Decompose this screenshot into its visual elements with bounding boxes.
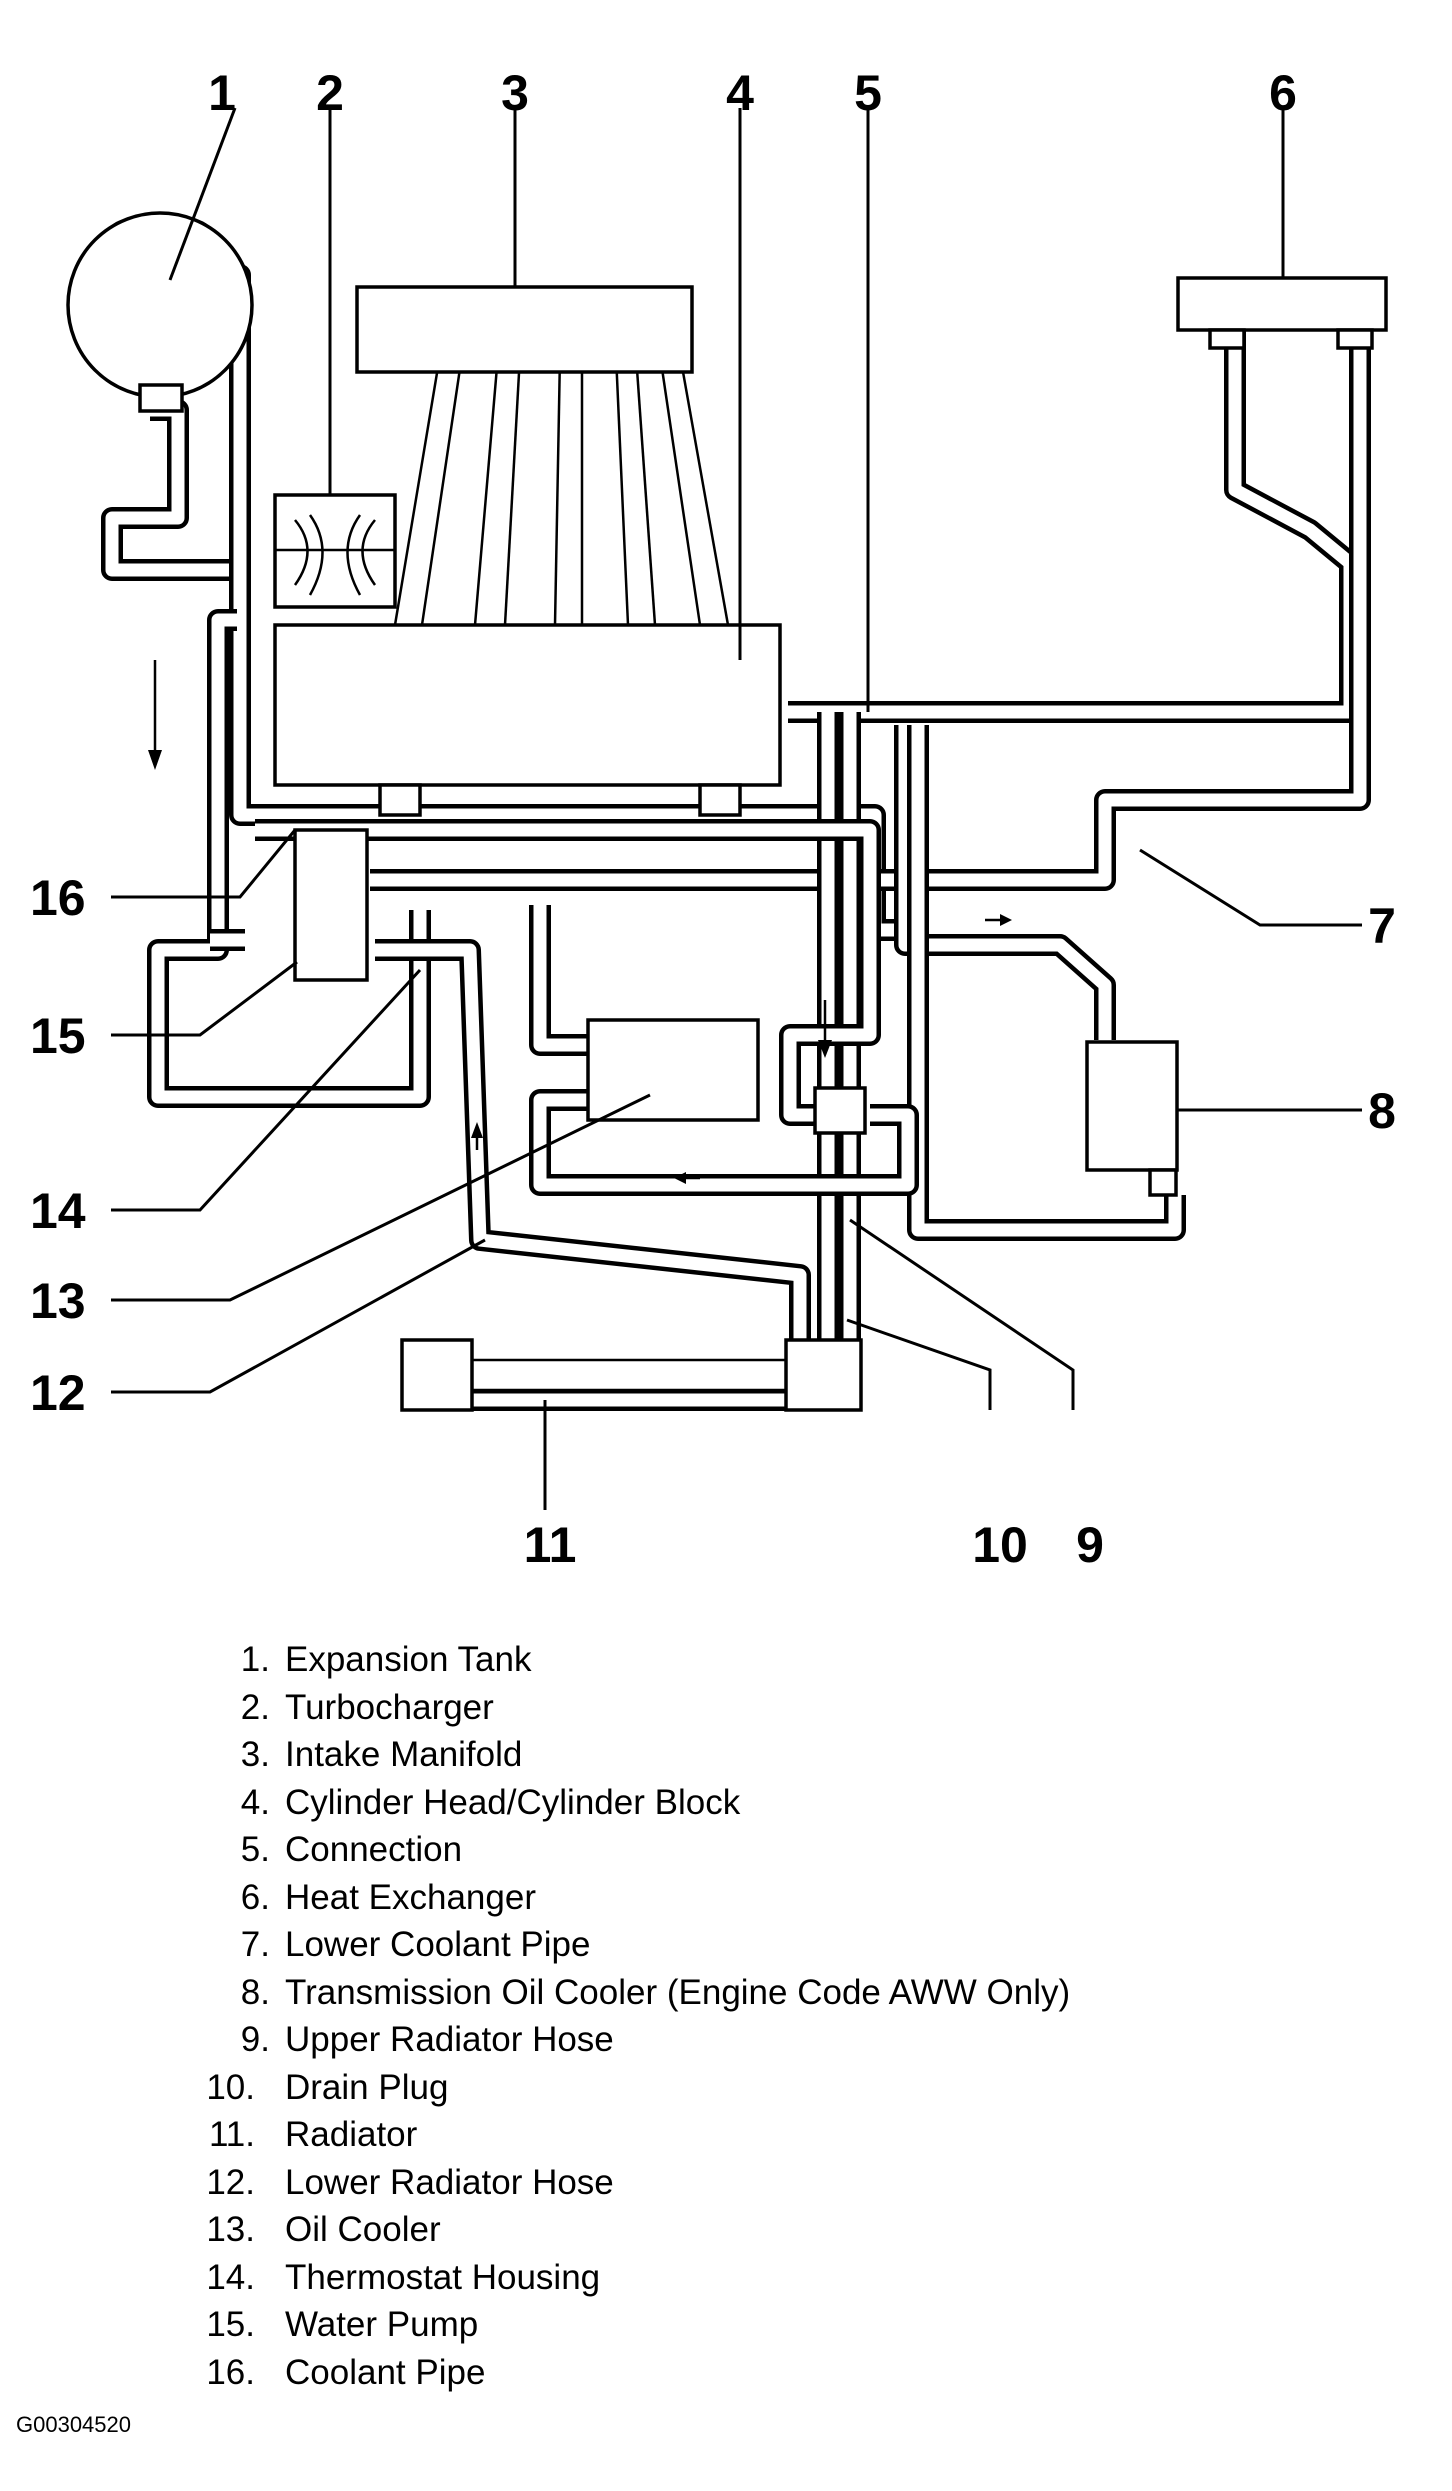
callout-3: 3 — [501, 65, 529, 121]
callout-12: 12 — [30, 1365, 86, 1421]
legend-number: 12. — [206, 2162, 255, 2202]
cylinder-head-block — [273, 623, 782, 817]
callout-8: 8 — [1368, 1083, 1396, 1139]
legend-label: Lower Radiator Hose — [285, 2162, 614, 2202]
legend-number: 16. — [206, 2352, 255, 2392]
legend-item: 14. Thermostat Housing — [200, 2254, 1070, 2302]
expansion-tank — [66, 211, 254, 413]
legend-item: 9. Upper Radiator Hose — [200, 2016, 1070, 2064]
callout-14: 14 — [30, 1183, 86, 1239]
legend-item: 16. Coolant Pipe — [200, 2349, 1070, 2397]
callout-9: 9 — [1076, 1517, 1104, 1573]
legend-number: 2. — [240, 1687, 270, 1727]
legend-item: 12. Lower Radiator Hose — [200, 2159, 1070, 2207]
callout-6: 6 — [1269, 65, 1297, 121]
coolant-hoses — [101, 264, 1371, 1411]
legend-item: 5. Connection — [200, 1826, 1070, 1874]
callout-11: 11 — [524, 1517, 577, 1573]
legend-label: Expansion Tank — [285, 1640, 532, 1679]
legend-item: 11. Radiator — [200, 2111, 1070, 2159]
figure-id: G00304520 — [16, 2412, 131, 2437]
transmission-oil-cooler — [1085, 1040, 1179, 1197]
callout-1: 1 — [208, 65, 236, 121]
legend-number: 7. — [240, 1925, 270, 1964]
legend-label: Upper Radiator Hose — [285, 2020, 614, 2059]
heat-exchanger — [1176, 276, 1388, 350]
legend-number: 15. — [206, 2305, 255, 2344]
callout-13: 13 — [30, 1273, 86, 1329]
legend-label: Cylinder Head/Cylinder Block — [285, 1782, 741, 1822]
callout-10: 10 — [972, 1517, 1028, 1573]
coolant-system-diagram: 1 2 3 4 5 6 7 8 9 10 11 12 13 14 15 16 — [30, 65, 1396, 1573]
oil-cooler — [586, 1018, 760, 1122]
legend-label: Turbocharger — [285, 1687, 494, 1727]
thermostat-tee — [813, 1086, 867, 1135]
legend-item: 13. Oil Cooler — [200, 2206, 1070, 2254]
flow-arrows — [148, 660, 1012, 1184]
legend-item: 8. Transmission Oil Cooler (Engine Code A… — [200, 1969, 1070, 2017]
legend-label: Heat Exchanger — [285, 1877, 536, 1917]
legend-item: 3. Intake Manifold — [200, 1731, 1070, 1779]
legend-label: Connection — [285, 1830, 463, 1869]
legend-number: 4. — [240, 1782, 270, 1822]
legend-number: 10. — [206, 2067, 255, 2107]
legend-label: Intake Manifold — [285, 1735, 523, 1774]
legend-number: 6. — [240, 1877, 270, 1917]
legend-label: Water Pump — [285, 2305, 479, 2344]
component-legend: 1. Expansion Tank 2. Turbocharger 3. Intake… — [200, 1636, 1070, 2396]
leader-lines — [111, 107, 1362, 1510]
callout-7: 7 — [1368, 898, 1396, 954]
callout-4: 4 — [726, 65, 754, 121]
legend-label: Oil Cooler — [285, 2210, 441, 2249]
legend-item: 10. Drain Plug — [200, 2064, 1070, 2112]
callout-16: 16 — [30, 870, 86, 926]
radiator — [400, 1338, 863, 1412]
callout-15: 15 — [30, 1008, 86, 1064]
callout-5: 5 — [854, 65, 882, 121]
legend-label: Thermostat Housing — [285, 2257, 601, 2297]
legend-label: Radiator — [285, 2115, 418, 2154]
legend-number: 13. — [206, 2210, 255, 2249]
legend-item: 1. Expansion Tank — [200, 1636, 1070, 1684]
legend-number: 14. — [206, 2257, 255, 2297]
legend-label: Coolant Pipe — [285, 2352, 486, 2392]
legend-number: 9. — [240, 2020, 270, 2059]
legend-item: 2. Turbocharger — [200, 1684, 1070, 1732]
legend-label: Drain Plug — [285, 2067, 449, 2107]
callout-2: 2 — [316, 65, 344, 121]
legend-number: 5. — [240, 1830, 270, 1869]
intake-runners — [393, 354, 730, 626]
legend-item: 15. Water Pump — [200, 2301, 1070, 2349]
legend-label: Transmission Oil Cooler (Engine Code AWW… — [285, 1972, 1071, 2012]
legend-number: 3. — [240, 1735, 270, 1774]
legend-item: 7. Lower Coolant Pipe — [200, 1921, 1070, 1969]
legend-item: 6. Heat Exchanger — [200, 1874, 1070, 1922]
legend-label: Lower Coolant Pipe — [285, 1925, 591, 1964]
water-pump — [293, 828, 369, 982]
turbocharger — [273, 493, 397, 609]
intake-manifold — [355, 285, 694, 374]
callout-numbers: 1 2 3 4 5 6 7 8 9 10 11 12 13 14 15 16 — [30, 65, 1396, 1573]
legend-number: 11. — [208, 2115, 255, 2154]
legend-number: 1. — [240, 1640, 270, 1679]
legend-number: 8. — [240, 1972, 270, 2012]
legend-item: 4. Cylinder Head/Cylinder Block — [200, 1779, 1070, 1827]
